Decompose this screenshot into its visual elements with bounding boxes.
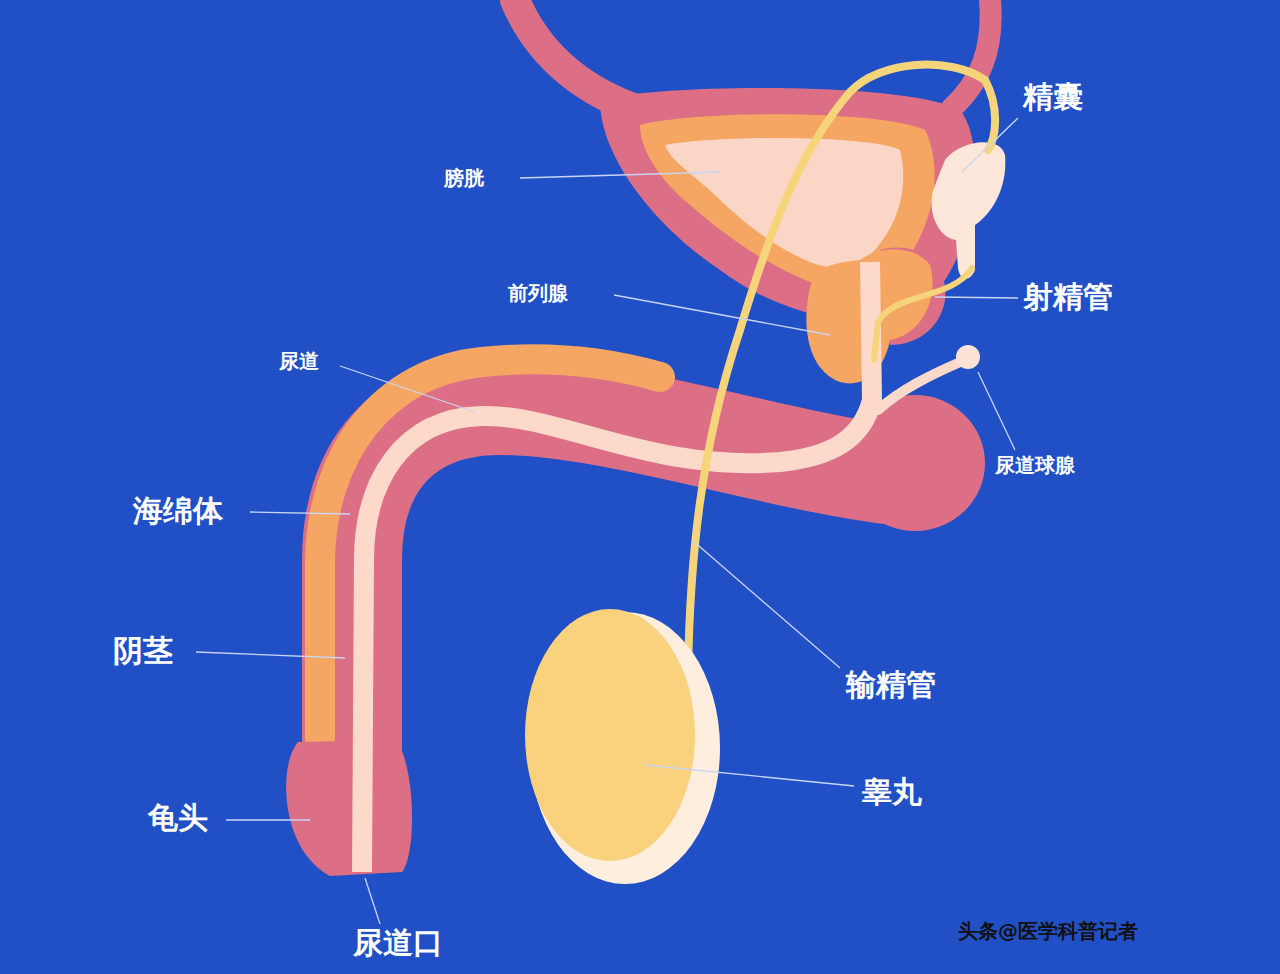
urethra bbox=[362, 262, 872, 872]
leader-line bbox=[978, 372, 1015, 450]
part-label: 尿道口 bbox=[353, 926, 443, 961]
glans bbox=[286, 740, 412, 876]
part-label: 输精管 bbox=[846, 668, 936, 703]
leader-line bbox=[692, 540, 840, 668]
seminal-vesicle bbox=[932, 142, 1006, 278]
testis bbox=[525, 609, 695, 861]
part-label: 射精管 bbox=[1023, 280, 1113, 315]
leader-line bbox=[935, 297, 1018, 298]
leader-line bbox=[645, 765, 854, 786]
leader-line bbox=[520, 172, 720, 178]
bulbourethral-gland bbox=[956, 345, 980, 369]
gland-duct bbox=[878, 360, 965, 410]
leader-line bbox=[614, 295, 830, 335]
part-label: 尿道 bbox=[279, 350, 319, 373]
part-label: 龟头 bbox=[148, 801, 208, 836]
ejaculatory-duct bbox=[874, 268, 972, 360]
leader-line bbox=[226, 819, 310, 820]
part-label: 睾丸 bbox=[862, 775, 922, 810]
part-label: 海绵体 bbox=[133, 494, 223, 529]
watermark: 头条@医学科普记者 bbox=[958, 920, 1138, 943]
leader-line bbox=[196, 652, 345, 658]
vas-deferens bbox=[688, 65, 995, 672]
leader-line bbox=[365, 878, 380, 924]
leader-line bbox=[340, 366, 475, 412]
part-label: 阴茎 bbox=[113, 634, 173, 669]
part-label: 膀胱 bbox=[444, 167, 484, 190]
part-label: 精囊 bbox=[1023, 80, 1083, 115]
part-label: 前列腺 bbox=[508, 282, 568, 305]
leader-line bbox=[962, 118, 1018, 172]
leader-lines bbox=[196, 118, 1018, 924]
leader-line bbox=[250, 512, 350, 514]
part-label: 尿道球腺 bbox=[995, 454, 1075, 477]
ureter bbox=[952, 0, 991, 108]
